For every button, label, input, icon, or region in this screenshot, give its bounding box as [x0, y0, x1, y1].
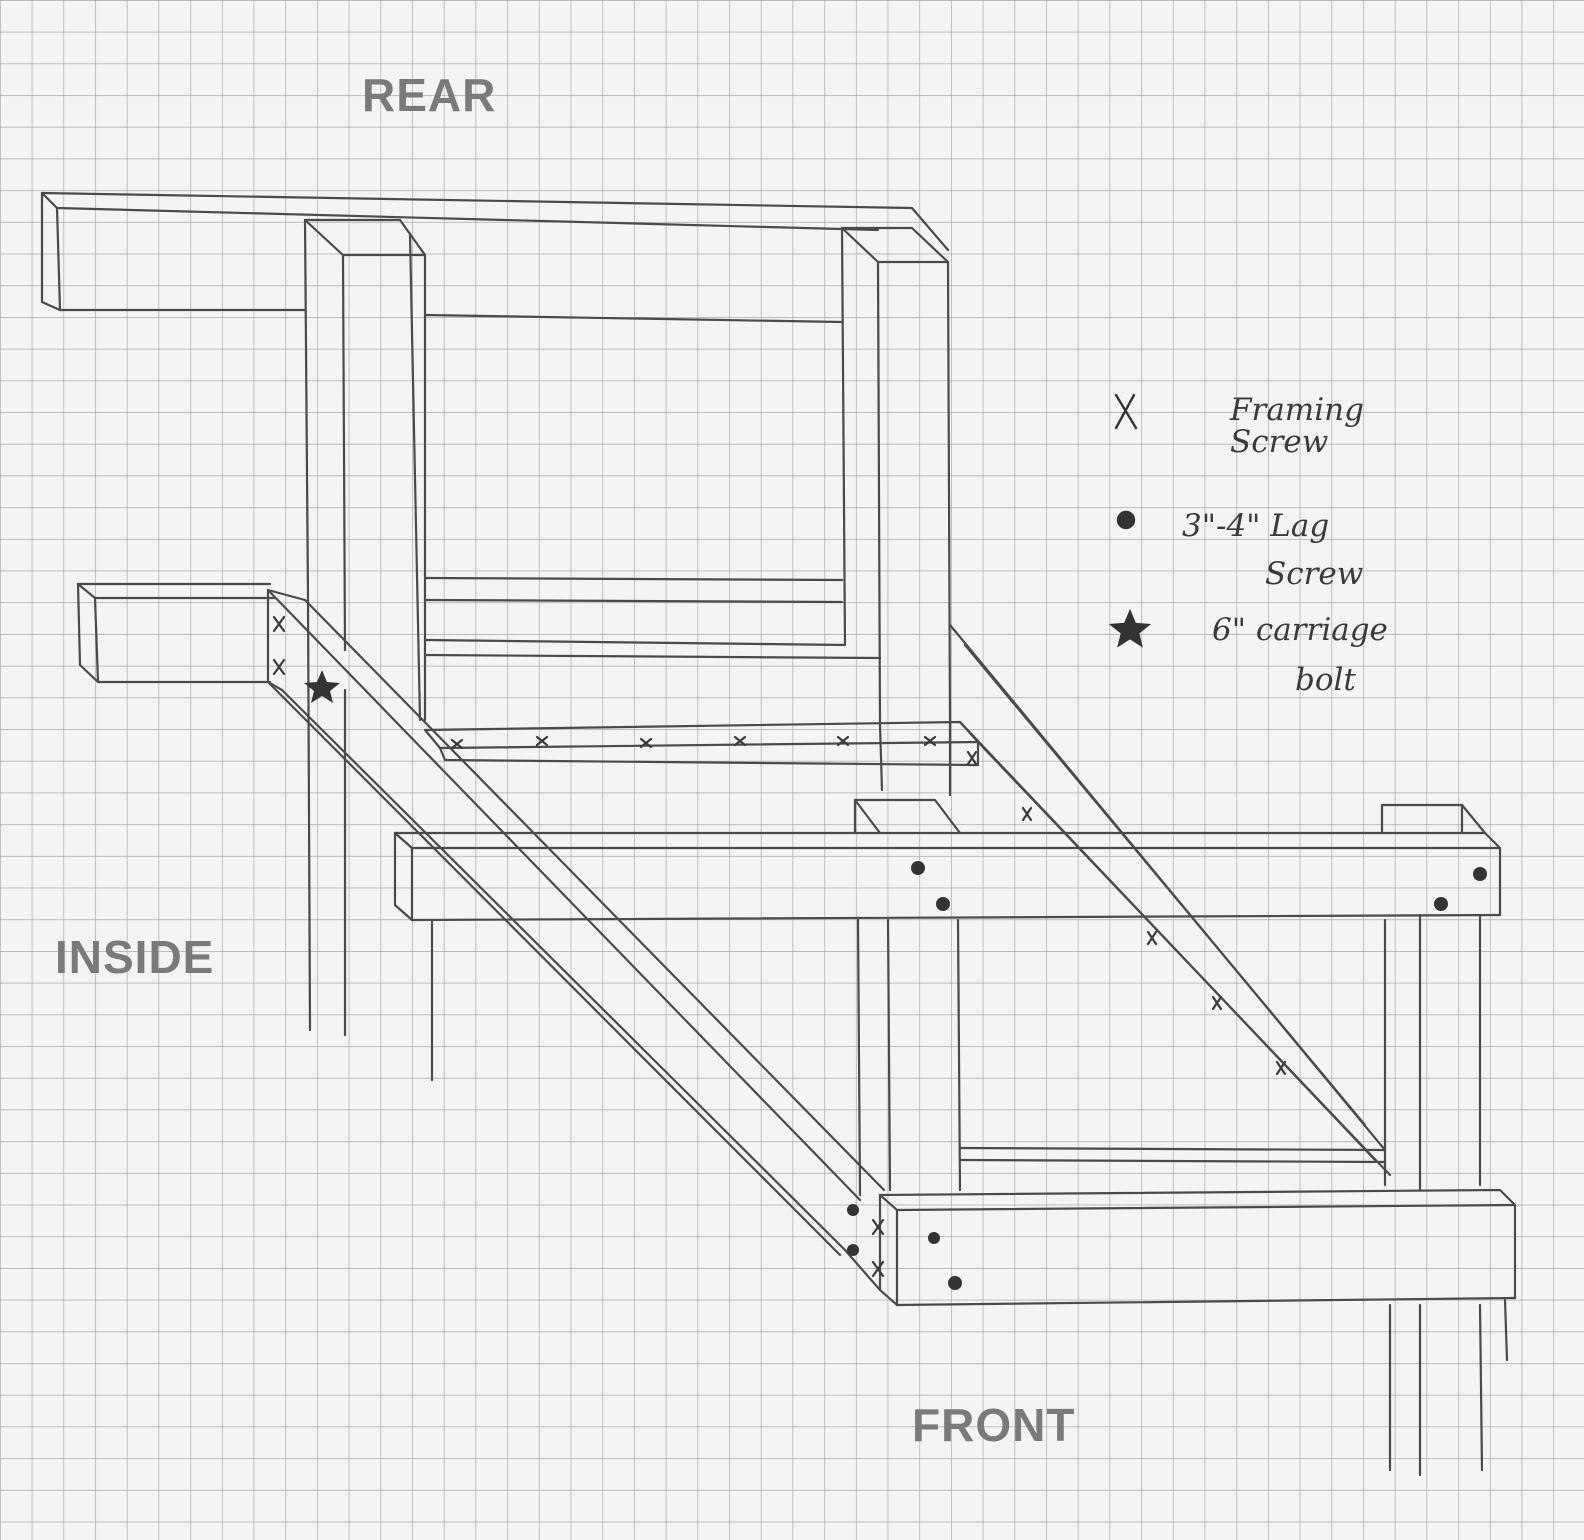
- inside-label: INSIDE: [55, 931, 215, 983]
- legend-framing-screw-line1: Framing: [1230, 392, 1364, 428]
- rear-left-post: [303, 218, 427, 722]
- inside-block: [76, 582, 277, 684]
- legend-lag-screw-line1: 3"-4" Lag: [1182, 508, 1330, 544]
- right-diagonal-stringer: [948, 623, 1392, 1177]
- legend-dot-symbol: [1116, 510, 1136, 530]
- left-diagonal-stringer: [266, 588, 886, 1292]
- front-main-beam: [393, 831, 1502, 922]
- rear-label: REAR: [362, 69, 497, 121]
- rear-middle-rails: [423, 576, 882, 660]
- legend-lag-screw-line2: Screw: [1265, 556, 1364, 592]
- legend-x-symbol: [1114, 393, 1138, 430]
- pencil-drawing: [40, 191, 1517, 1477]
- legend-star-symbol: [1108, 608, 1152, 648]
- legend-carriage-bolt-line2: bolt: [1295, 662, 1356, 698]
- framing-screw-marks: [272, 615, 1287, 1278]
- rear-top-beam: [40, 191, 950, 312]
- front-right-post: [1380, 803, 1487, 1192]
- front-bottom-beam: [878, 1188, 1517, 1307]
- legend-symbols: [1108, 393, 1152, 648]
- center-legs: [306, 598, 962, 1197]
- lower-legs: [1388, 1298, 1509, 1477]
- center-block: [853, 798, 962, 835]
- lag-screw-marks: [847, 861, 1487, 1290]
- front-label: FRONT: [912, 1399, 1076, 1451]
- legend-carriage-bolt-line1: 6" carriage: [1212, 612, 1388, 648]
- carriage-bolt-mark: [304, 670, 340, 703]
- rear-upper-rail: [423, 313, 844, 324]
- rear-right-post: [840, 226, 952, 797]
- lower-inner-rail: [958, 1146, 1387, 1164]
- legend-framing-screw-line2: Screw: [1230, 424, 1329, 460]
